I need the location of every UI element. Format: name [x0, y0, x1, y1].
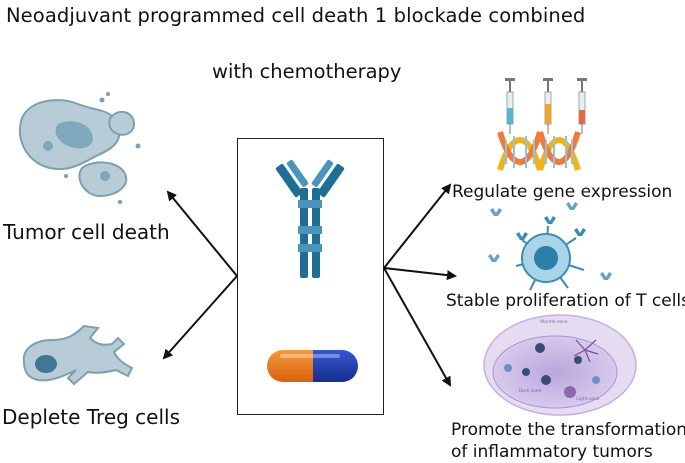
antibody-icon [275, 159, 345, 278]
t-cell-proliferation-label: Stable proliferation of T cells [446, 291, 685, 311]
dark-zone-label: Dark zone [519, 388, 542, 394]
regulate-gene-label: Regulate gene expression [452, 182, 673, 202]
deplete-treg-label: Deplete Treg cells [2, 405, 181, 429]
title-line-2: with chemotherapy [212, 60, 402, 83]
promote-transformation-label: Promote the transformation [451, 420, 685, 440]
chemotherapy-capsule-icon [267, 350, 358, 382]
effect-arrows [162, 183, 457, 387]
gene-expression-icon [497, 78, 587, 171]
tumor-cells-icon [19, 92, 141, 204]
mantle-zone-label: Mantle zone [540, 319, 568, 325]
treg-cell-icon [22, 324, 134, 386]
inflammatory-tumors-label: of inflammatory tumors [451, 442, 653, 462]
title-line-1: Neoadjuvant programmed cell death 1 bloc… [6, 4, 586, 27]
light-zone-label: Light zone [576, 396, 600, 402]
germinal-center-icon: Mantle zone Dark zone Light zone [483, 314, 637, 416]
tumor-cell-death-label: Tumor cell death [3, 220, 170, 244]
t-cell-icon [488, 202, 612, 291]
